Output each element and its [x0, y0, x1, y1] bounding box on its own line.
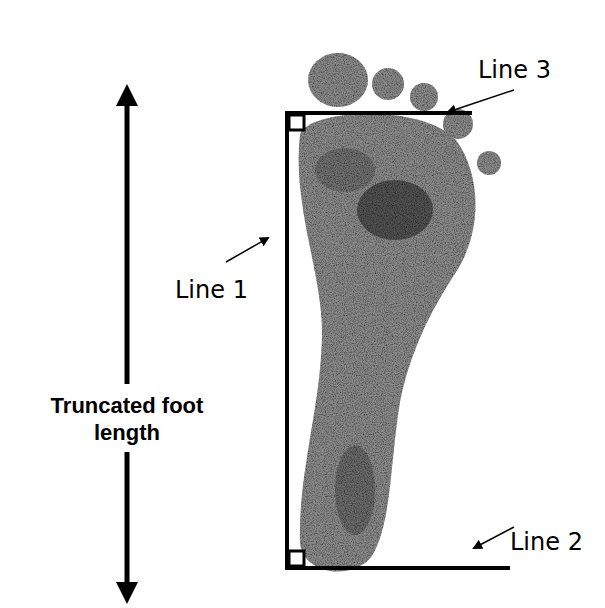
footprint: [299, 53, 501, 572]
measurement-lines: [285, 113, 510, 570]
line-label: Line 3: [478, 56, 551, 84]
leader-lines: [226, 90, 514, 548]
dimension-arrow: [116, 84, 138, 604]
line-label: Line 2: [510, 528, 583, 556]
dimension-label: Truncated foot length: [32, 392, 222, 446]
line-label: Line 1: [175, 276, 248, 304]
